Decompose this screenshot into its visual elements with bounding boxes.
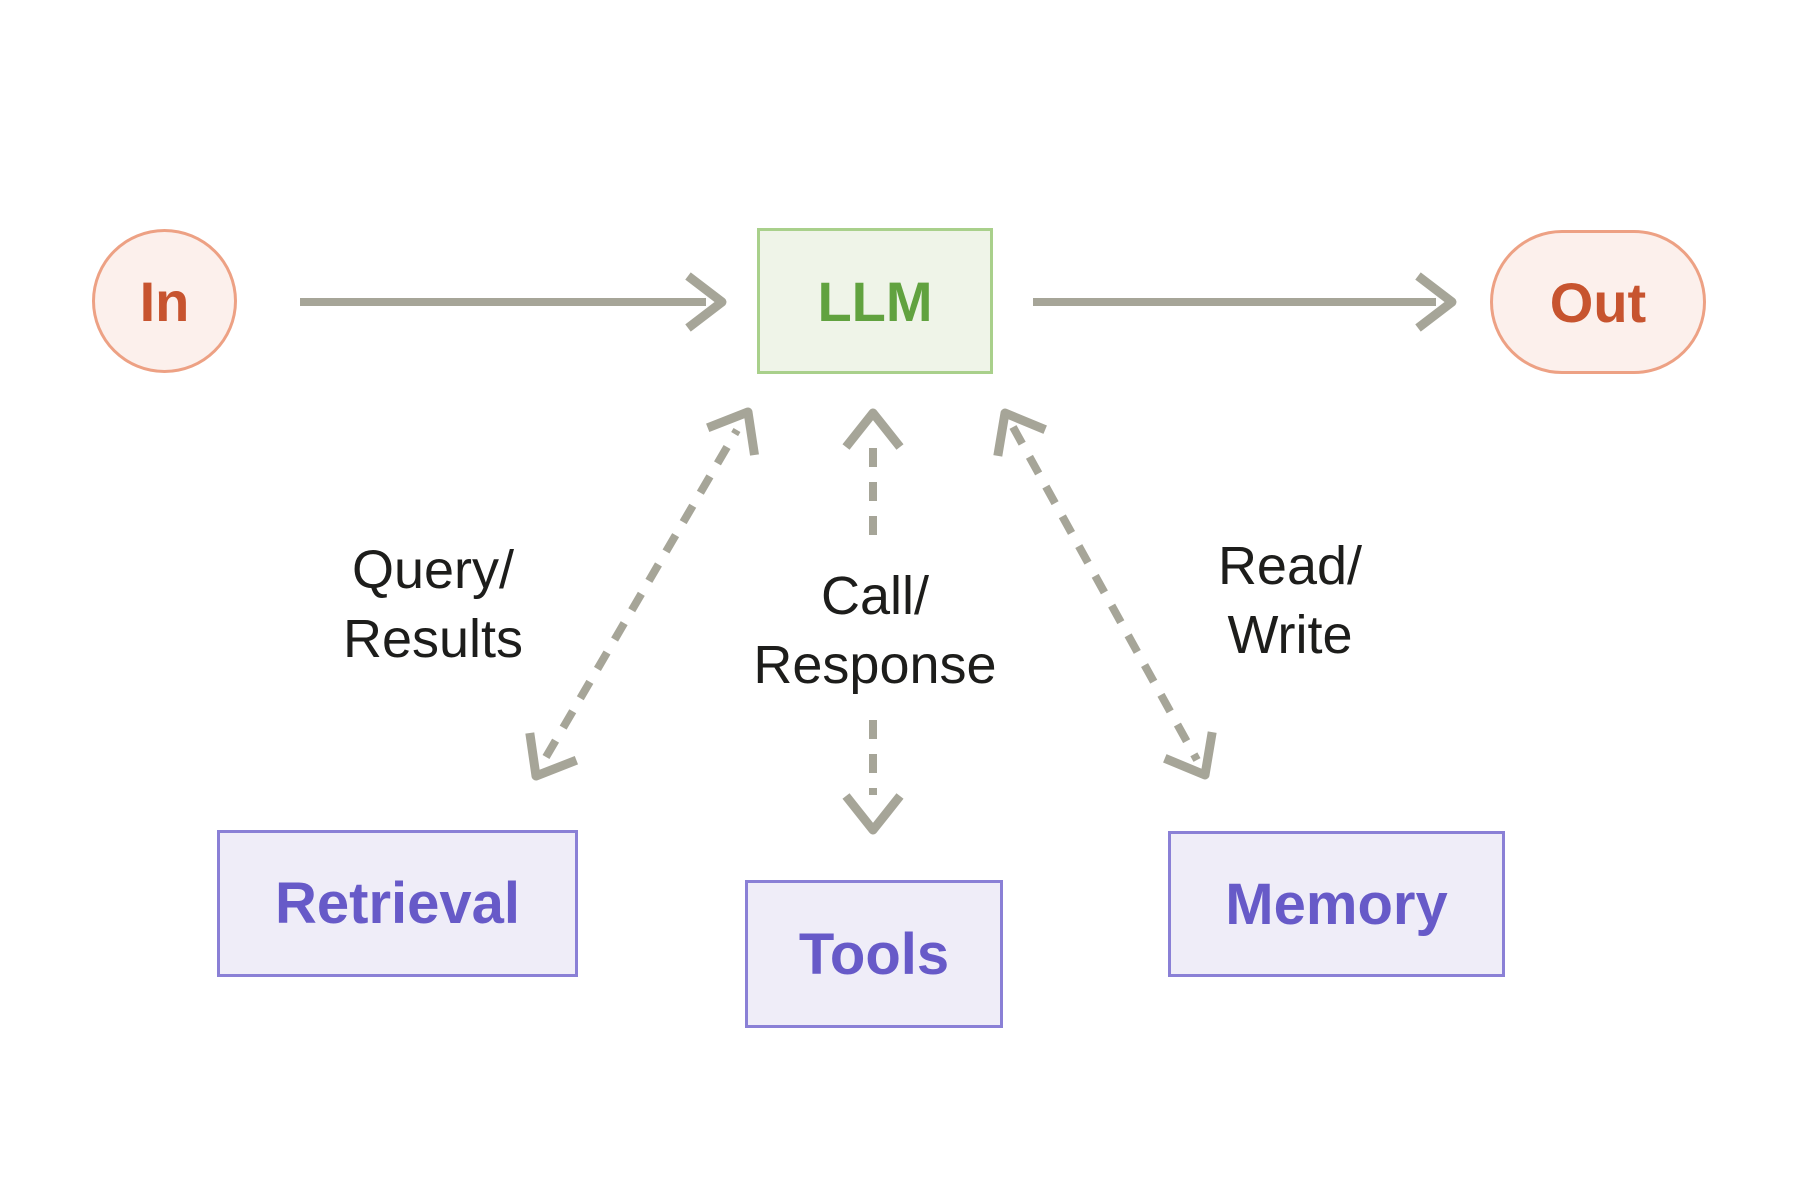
edge-label-read-line: Read/	[1217, 536, 1363, 596]
node-llm-label: LLM	[817, 269, 933, 333]
arrow-llm-memory-shaft	[1009, 425, 1201, 762]
node-retrieval-label: Retrieval	[274, 871, 521, 936]
arrow-llm-to-out	[1033, 272, 1457, 332]
node-retrieval: Retrieval	[217, 830, 578, 977]
node-in-label: In	[139, 269, 190, 333]
arrow-llm-tools-head-top	[842, 408, 904, 450]
node-tools-label: Tools	[798, 921, 950, 987]
edge-label-write-line: Write	[1227, 605, 1353, 665]
edge-label-response-line: Response	[753, 635, 997, 695]
node-out: Out	[1490, 230, 1706, 374]
arrow-llm-memory	[993, 408, 1217, 780]
arrow-llm-retrieval-head-bottom	[525, 732, 579, 781]
node-tools: Tools	[745, 880, 1003, 1028]
edge-label-call-line: Call/	[820, 566, 930, 626]
edge-label-read-write: Read/ Write	[1090, 532, 1490, 670]
node-memory-label: Memory	[1225, 871, 1448, 937]
arrow-in-to-llm	[300, 272, 727, 332]
edge-label-query-results: Query/ Results	[233, 536, 633, 674]
arrow-llm-retrieval-shaft	[542, 427, 741, 760]
arrow-llm-memory-head-bottom	[1163, 731, 1217, 780]
node-in: In	[92, 229, 237, 373]
arrow-llm-to-out-head	[1415, 272, 1457, 332]
edge-label-results-line: Results	[342, 609, 524, 669]
arrow-in-to-llm-head	[685, 272, 727, 332]
arrow-llm-memory-head-top	[993, 408, 1047, 457]
node-out-label: Out	[1549, 270, 1647, 334]
arrow-llm-retrieval-head-top	[706, 407, 759, 456]
arrow-llm-retrieval	[525, 407, 759, 781]
arrow-llm-tools-head-bottom	[842, 793, 904, 835]
node-memory: Memory	[1168, 831, 1505, 977]
edge-label-call-response: Call/ Response	[675, 548, 1075, 714]
node-llm: LLM	[757, 228, 993, 374]
edge-label-query-line: Query/	[351, 540, 515, 600]
